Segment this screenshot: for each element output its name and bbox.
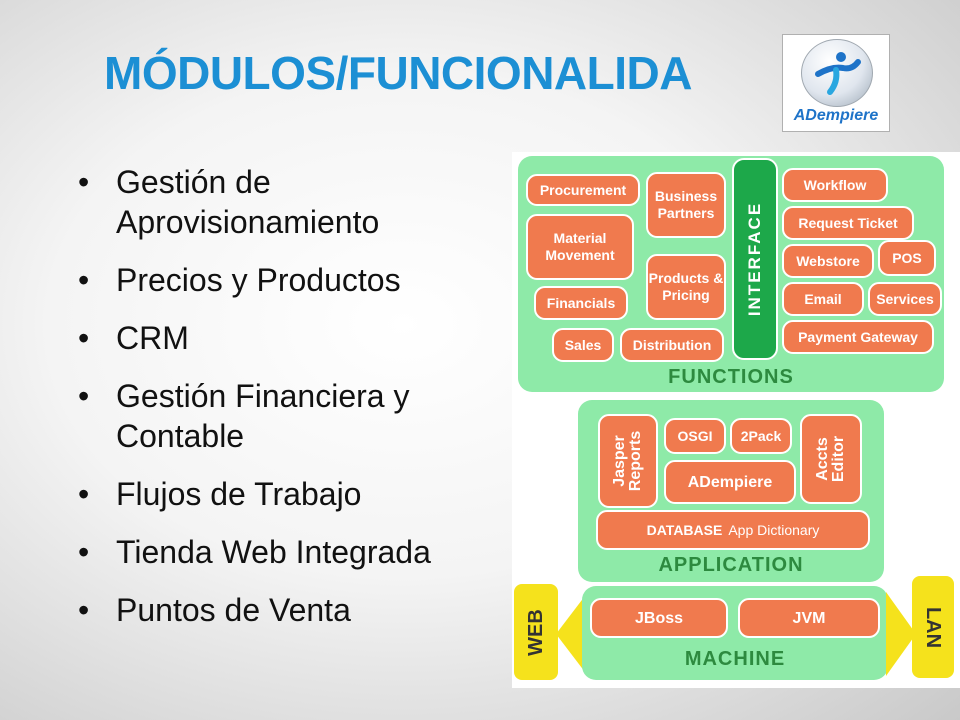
interface-bar: INTERFACE [732,158,778,360]
adempiere-logo: ADempiere [782,34,890,132]
bullet-item: Gestión de Aprovisionamiento [76,162,516,242]
bullet-item: Puntos de Venta [76,590,516,630]
procurement-box: Procurement [526,174,640,206]
workflow-box: Workflow [782,168,888,202]
accts-editor-label: Accts Editor [814,435,847,483]
web-arrow-icon [556,592,588,676]
email-box: Email [782,282,864,316]
osgi-box: OSGI [664,418,726,454]
2pack-box: 2Pack [730,418,792,454]
services-box: Services [868,282,942,316]
application-label: APPLICATION [658,554,804,576]
logo-globe-icon [801,39,873,107]
lan-arrow-icon [886,592,916,676]
app-dictionary-label: App Dictionary [728,521,820,538]
payment-gateway-box: Payment Gateway [782,320,934,354]
machine-label: MACHINE [684,648,786,670]
jasper-reports-label: Jasper Reports [611,430,645,492]
bullet-list: Gestión de Aprovisionamiento Precios y P… [76,162,516,648]
application-panel: Jasper Reports OSGI 2Pack Accts Editor A… [578,400,884,582]
bullet-item: Precios y Productos [76,260,516,300]
architecture-diagram: Procurement Business Partners Material M… [512,152,960,688]
database-label: DATABASE [646,521,723,538]
lan-label: LAN [922,606,945,648]
database-box: DATABASE App Dictionary [596,510,870,550]
bullet-item: Gestión Financiera y Contable [76,376,516,456]
webstore-box: Webstore [782,244,874,278]
sales-box: Sales [552,328,614,362]
jvm-box: JVM [738,598,880,638]
request-ticket-box: Request Ticket [782,206,914,240]
functions-label: FUNCTIONS [668,366,794,388]
bullet-item: Tienda Web Integrada [76,532,516,572]
lan-tab: LAN [912,576,954,678]
jasper-reports-box: Jasper Reports [598,414,658,508]
web-tab: WEB [514,584,558,680]
pos-box: POS [878,240,936,276]
bullet-item: CRM [76,318,516,358]
financials-box: Financials [534,286,628,320]
material-movement-box: Material Movement [526,214,634,280]
machine-panel: JBoss JVM MACHINE [582,586,888,680]
bullet-item: Flujos de Trabajo [76,474,516,514]
interface-label: INTERFACE [745,201,764,317]
web-label: WEB [524,608,547,656]
functions-panel: Procurement Business Partners Material M… [518,156,944,392]
distribution-box: Distribution [620,328,724,362]
slide-title: MÓDULOS/FUNCIONALIDA [104,47,692,99]
products-pricing-box: Products & Pricing [646,254,726,320]
logo-wordmark: ADempiere [793,107,879,124]
adempiere-box: ADempiere [664,460,796,504]
business-partners-box: Business Partners [646,172,726,238]
accts-editor-box: Accts Editor [800,414,862,504]
jboss-box: JBoss [590,598,728,638]
